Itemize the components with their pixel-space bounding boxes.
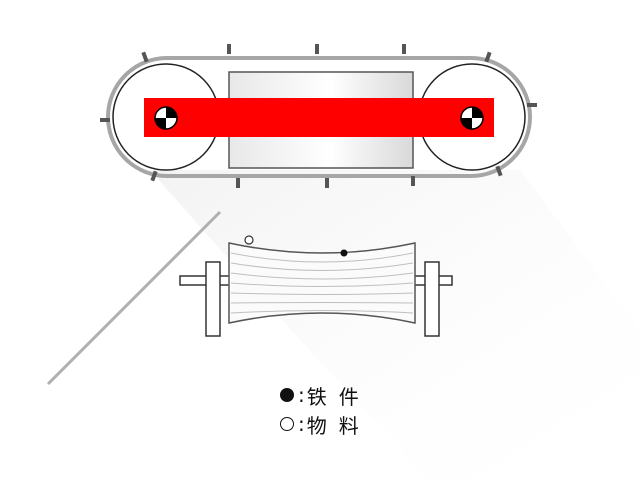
belt-cleats xyxy=(100,44,537,188)
left-frame xyxy=(205,261,221,337)
belt-separator-top-view xyxy=(100,44,537,188)
pulley-center-icon xyxy=(460,106,484,130)
perspective-line xyxy=(46,210,222,386)
legend-iron-label: 铁件 xyxy=(306,384,371,409)
magnet-bar xyxy=(144,98,494,137)
pulley-center-icon xyxy=(154,106,178,130)
iron-piece-icon xyxy=(340,249,348,257)
material-legend-icon xyxy=(280,417,294,431)
drum-contour-lines xyxy=(230,252,414,314)
iron-legend-icon xyxy=(280,388,294,402)
light-projection xyxy=(150,170,640,480)
legend-separator: : xyxy=(298,412,305,436)
material-piece-icon xyxy=(244,235,254,245)
legend-separator: : xyxy=(298,383,305,407)
legend-material-label: 物料 xyxy=(306,413,371,438)
legend-iron: : 铁件 xyxy=(280,383,371,409)
legend-material: : 物料 xyxy=(280,412,371,438)
conveyor-belt xyxy=(106,56,532,178)
right-frame xyxy=(424,261,440,337)
drum-side-view xyxy=(179,235,453,337)
